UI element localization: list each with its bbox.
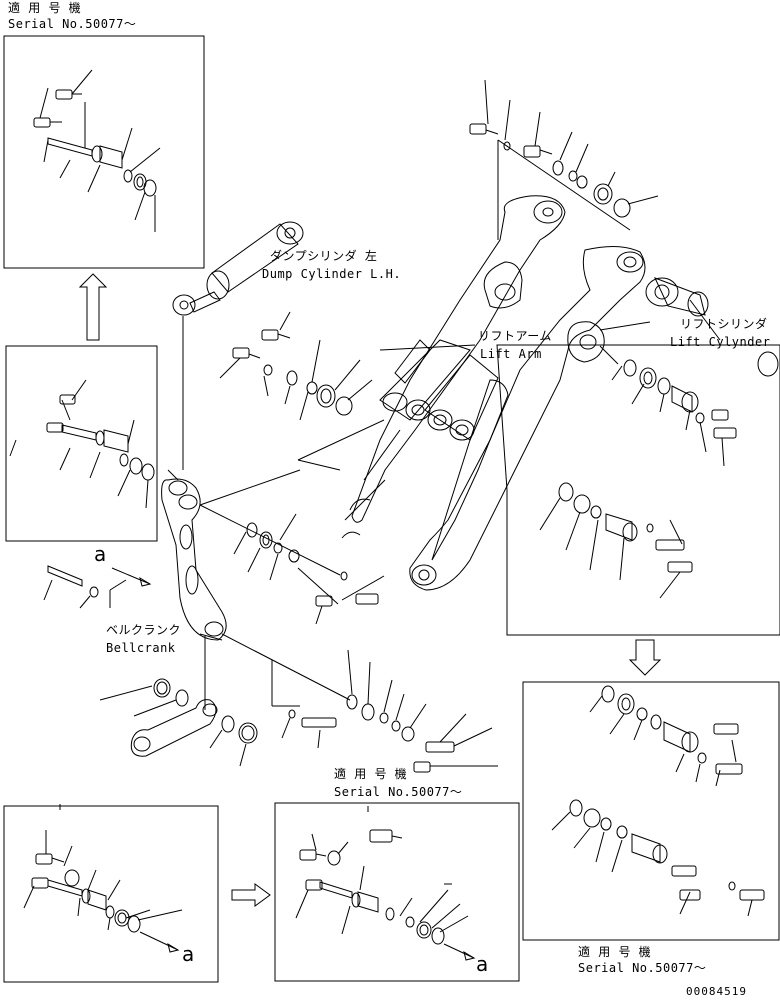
arrow-right-outline: [231, 883, 271, 907]
serial-bottom-jp-label: 適 用 号 機: [578, 945, 652, 959]
detail-bottom-middle-parts: [295, 806, 476, 961]
arrow-up-outline: [78, 273, 108, 341]
arrow-down-outline: [628, 639, 662, 676]
serial-top-en-label: Serial No.50077～: [8, 17, 137, 31]
detail-box-right-upper: [496, 344, 780, 636]
detail-box-mid-left: [5, 345, 158, 542]
serial-mid-jp-label: 適 用 号 機: [334, 767, 408, 781]
lower-link-pin-assembly: [221, 633, 498, 773]
detail-box-bottom-middle: [274, 802, 520, 982]
serial-mid-en-label: Serial No.50077～: [334, 785, 463, 799]
reference-a-left: a: [94, 542, 107, 566]
detail-box-right-lower: [522, 681, 780, 941]
detail-box-bottom-left: [3, 805, 219, 983]
bellcrank-jp-label: ベルクランク: [106, 623, 182, 637]
bellcrank-en-label: Bellcrank: [106, 641, 176, 655]
dump-cylinder: [172, 221, 304, 470]
lift-cylinder-jp-label: リフトシリンダ: [680, 317, 768, 331]
lift-arm-en-label: Lift Arm: [480, 347, 542, 361]
dump-cylinder-jp-label: ダンプシリンダ 左: [270, 249, 378, 263]
lift-cylinder: [645, 277, 779, 377]
top-pin-assembly: [469, 79, 659, 240]
lift-arm: [341, 195, 646, 591]
serial-top-jp-label: 適 用 号 機: [8, 1, 82, 15]
reference-a-bottom-left: a: [182, 942, 195, 966]
link: [99, 678, 258, 767]
mid-pin-assembly: [219, 311, 385, 471]
drawing-number: 00084519: [686, 985, 747, 998]
detail-right-upper-parts: [539, 345, 737, 599]
detail-right-lower-parts: [551, 685, 765, 917]
bellcrank-pin-assembly: [199, 469, 385, 625]
reference-a-bottom-middle: a: [476, 952, 489, 976]
serial-bottom-en-label: Serial No.50077～: [578, 961, 707, 975]
label-leaders: [199, 299, 721, 641]
lift-arm-jp-label: リフトアーム: [478, 329, 552, 343]
left-pin-a: [43, 565, 152, 609]
detail-top-left-parts: [33, 69, 161, 232]
dump-cylinder-en-label: Dump Cylinder L.H.: [262, 267, 402, 281]
detail-bottom-left-parts: [23, 804, 183, 953]
detail-mid-left-parts: [9, 379, 155, 509]
lift-cylinder-en-label: Lift Cylynder: [670, 335, 771, 349]
bellcrank: [161, 469, 227, 710]
detail-box-top-left: [3, 35, 205, 269]
